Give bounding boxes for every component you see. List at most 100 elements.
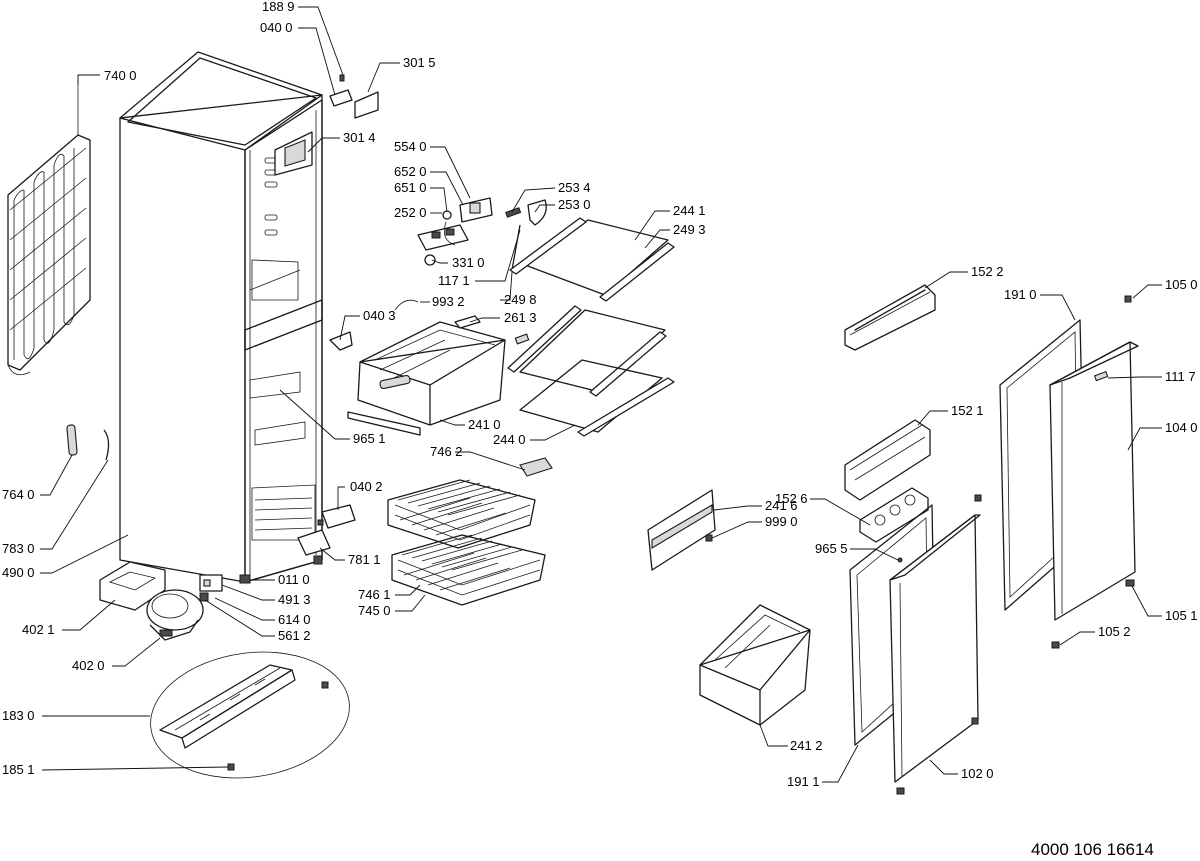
callout-241-6: 241 6 — [765, 498, 798, 513]
freezer-drawer-upper — [357, 315, 506, 426]
callout-993-2: 993 2 — [432, 294, 465, 309]
callout-105-2: 105 2 — [1098, 624, 1131, 639]
screw — [971, 717, 979, 725]
callout-614-0: 614 0 — [278, 612, 311, 627]
hinge-cap — [1124, 295, 1132, 303]
callout-301-4: 301 4 — [343, 130, 376, 145]
drawer-clip — [514, 333, 530, 345]
detail-outline — [150, 651, 350, 779]
document-number: 4000 106 16614 — [1031, 840, 1154, 859]
callout-249-8: 249 8 — [504, 292, 537, 307]
callout-105-1: 105 1 — [1165, 608, 1198, 623]
callout-244-1: 244 1 — [673, 203, 706, 218]
callout-331-0: 331 0 — [452, 255, 485, 270]
door-bin-middle — [844, 419, 931, 501]
shelf-rod — [511, 224, 521, 271]
relay-box — [199, 574, 223, 602]
screw — [339, 74, 345, 82]
callout-183-0: 183 0 — [2, 708, 35, 723]
compressor — [146, 589, 204, 641]
callout-491-3: 491 3 — [278, 592, 311, 607]
callout-764-0: 764 0 — [2, 487, 35, 502]
callout-040-0: 040 0 — [260, 20, 293, 35]
drawer-front — [647, 489, 716, 571]
screw — [974, 494, 982, 502]
screw — [897, 557, 903, 563]
callout-261-3: 261 3 — [504, 310, 537, 325]
leader-lines — [40, 6, 1162, 783]
glass-shelf-lower — [507, 305, 675, 437]
drawer-rail — [347, 411, 421, 436]
callout-104-0: 104 0 — [1165, 420, 1198, 435]
callout-965-5: 965 5 — [815, 541, 848, 556]
callout-651-0: 651 0 — [394, 180, 427, 195]
callout-152-1: 152 1 — [951, 403, 984, 418]
callout-781-1: 781 1 — [348, 552, 381, 567]
refrigerator-cabinet — [119, 51, 323, 584]
lamp-cover — [527, 199, 547, 226]
callout-745-0: 745 0 — [358, 603, 391, 618]
callout-746-2: 746 2 — [430, 444, 463, 459]
thermostat-assembly — [417, 197, 493, 266]
sensor-wire — [394, 299, 419, 311]
callout-117-1: 117 1 — [438, 273, 470, 288]
drawer-bracket — [329, 331, 353, 351]
callout-402-1: 402 1 — [22, 622, 55, 637]
callout-561-2: 561 2 — [278, 628, 311, 643]
callout-402-0: 402 0 — [72, 658, 105, 673]
callout-011-0: 011 0 — [278, 572, 310, 587]
hinge-pin — [896, 787, 905, 795]
callout-783-0: 783 0 — [2, 541, 35, 556]
base-frame — [159, 664, 329, 771]
callout-111-7: 111 7 — [1165, 369, 1196, 384]
callout-253-4: 253 4 — [558, 180, 591, 195]
callout-244-0: 244 0 — [493, 432, 526, 447]
callout-185-1: 185 1 — [2, 762, 35, 777]
callout-746-1: 746 1 — [358, 587, 391, 602]
callout-490-0: 490 0 — [2, 565, 35, 580]
callout-188-9: 188 9 — [262, 0, 295, 14]
hinge-bracket-lower — [321, 504, 356, 529]
callout-191-1: 191 1 — [787, 774, 820, 789]
glass-shelf-upper — [509, 217, 675, 302]
condenser-coil — [7, 80, 91, 376]
wire-basket-upper — [387, 479, 536, 549]
crisper-drawer — [699, 604, 811, 726]
capillary-tube — [103, 429, 110, 461]
callout-999-0: 999 0 — [765, 514, 798, 529]
door-bin-egg-tray — [859, 487, 929, 543]
callout-102-0: 102 0 — [961, 766, 994, 781]
callout-241-0: 241 0 — [468, 417, 501, 432]
callout-965-1: 965 1 — [353, 431, 386, 446]
callout-labels: 188 9 040 0 301 5 740 0 301 4 554 0 652 … — [2, 0, 1198, 789]
screw — [705, 534, 713, 542]
compressor-tray — [99, 561, 166, 611]
upper-door — [1049, 341, 1139, 621]
hinge-pin — [1051, 641, 1060, 649]
callout-249-3: 249 3 — [673, 222, 706, 237]
callout-040-2: 040 2 — [350, 479, 383, 494]
callout-040-3: 040 3 — [363, 308, 396, 323]
callout-152-6: 152 6 — [775, 491, 808, 506]
callout-652-0: 652 0 — [394, 164, 427, 179]
callout-740-0: 740 0 — [104, 68, 137, 83]
callout-105-0: 105 0 — [1165, 277, 1198, 292]
callout-253-0: 253 0 — [558, 197, 591, 212]
hinge-cover — [354, 91, 379, 119]
callout-241-2: 241 2 — [790, 738, 823, 753]
top-hinge-bracket — [329, 89, 353, 107]
lower-door — [889, 514, 981, 783]
callout-152-2: 152 2 — [971, 264, 1004, 279]
wire-shelf-clip — [519, 457, 553, 477]
door-bin-upper — [844, 284, 936, 351]
lamp-spring — [505, 207, 522, 218]
wire-basket-lower — [391, 534, 546, 606]
door-hinge-bottom — [297, 529, 331, 556]
callout-252-0: 252 0 — [394, 205, 427, 220]
screw — [317, 519, 324, 526]
filter-drier — [66, 424, 78, 456]
callout-301-5: 301 5 — [403, 55, 436, 70]
callout-554-0: 554 0 — [394, 139, 427, 154]
callout-191-0: 191 0 — [1004, 287, 1037, 302]
